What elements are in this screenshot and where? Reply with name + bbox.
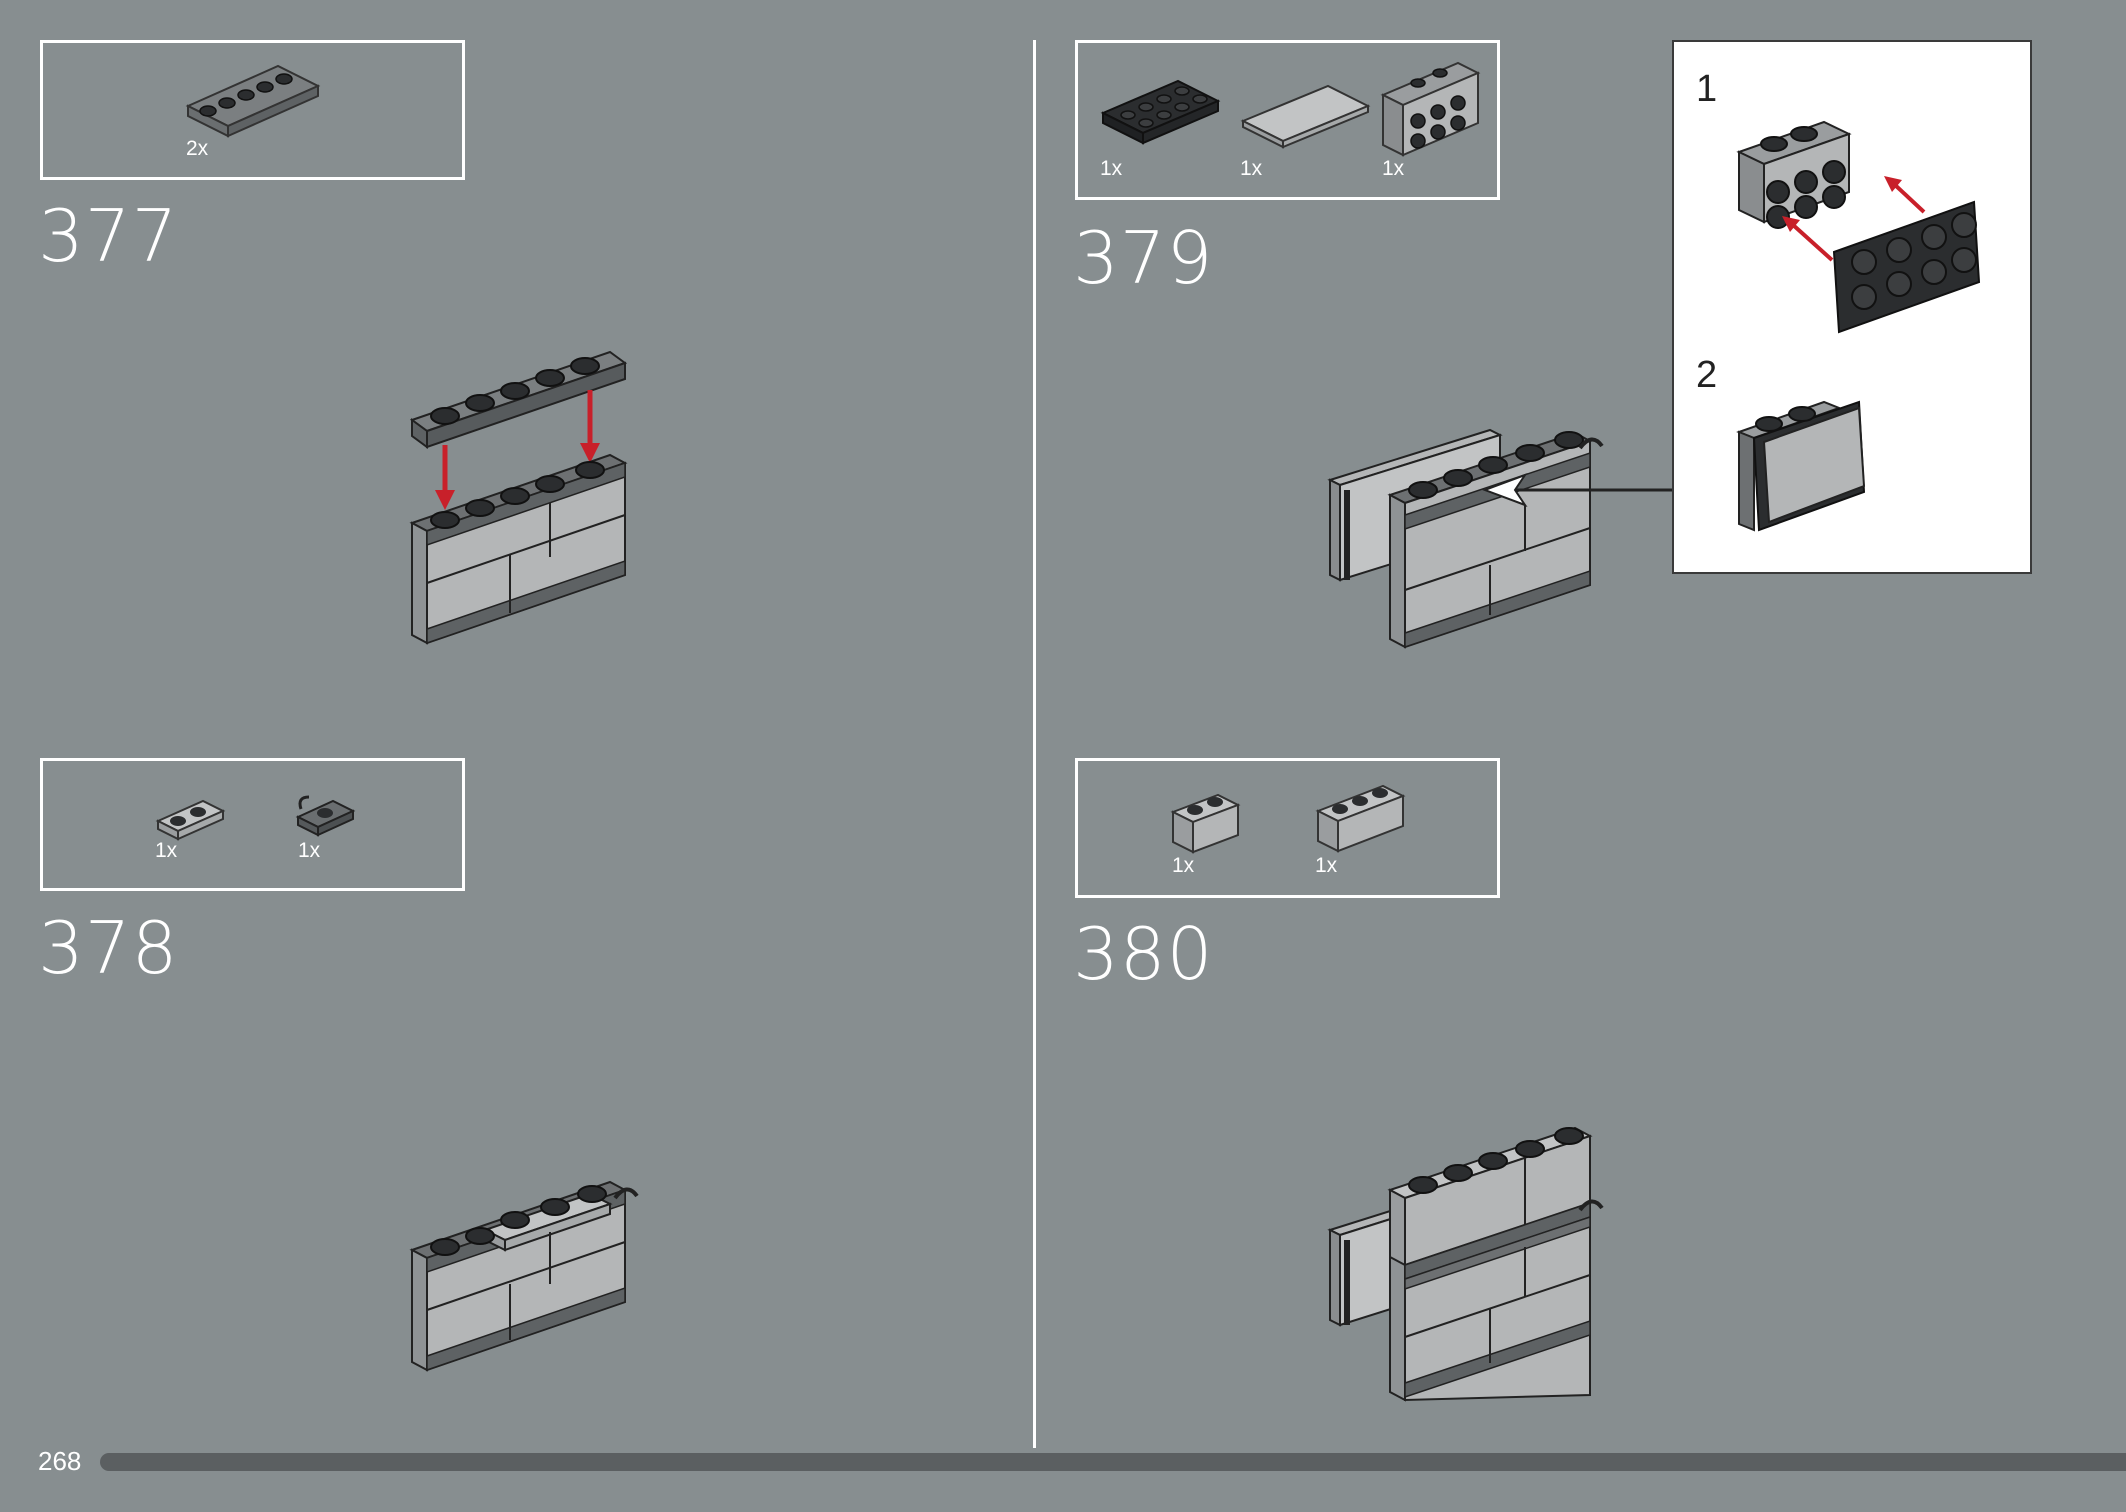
assembly-377 <box>409 350 628 645</box>
substep-2-illustration <box>1736 400 1866 532</box>
part-plate-2x4-black-icon <box>1100 79 1221 145</box>
part-plate-1x5-icon <box>185 64 321 138</box>
assembly-379 <box>1327 428 1672 649</box>
assembly-378 <box>409 1180 639 1372</box>
page-number: 268 <box>38 1446 82 1476</box>
substep-callout-379: 1 2 <box>1672 40 2032 574</box>
part-qty-379-1: 1x <box>1100 157 1123 180</box>
part-bracket-icon <box>1380 61 1481 157</box>
assembly-380 <box>1327 1126 1604 1402</box>
parts-list-378: 1x 1x <box>40 758 465 891</box>
substep-number-2: 2 <box>1696 354 1718 396</box>
page-divider <box>1033 40 1036 1448</box>
part-qty-380-2: 1x <box>1315 854 1338 877</box>
part-qty-377-1: 2x <box>186 137 209 160</box>
part-qty-378-1: 1x <box>155 839 178 862</box>
part-plate-1x2-icon <box>155 799 226 841</box>
part-qty-379-2: 1x <box>1240 157 1263 180</box>
part-qty-379-3: 1x <box>1382 157 1405 180</box>
step-number-378: 378 <box>38 906 179 990</box>
part-brick-1x3-icon <box>1315 784 1406 853</box>
parts-list-377: 2x <box>40 40 465 180</box>
arrow-down-icon <box>435 390 600 510</box>
step-number-377: 377 <box>38 194 179 278</box>
progress-bar <box>100 1453 2126 1471</box>
parts-list-380: 1x 1x <box>1075 758 1500 898</box>
parts-list-379: 1x 1x 1x <box>1075 40 1500 200</box>
step-number-380: 380 <box>1073 912 1214 996</box>
part-qty-378-2: 1x <box>298 839 321 862</box>
part-qty-380-1: 1x <box>1172 854 1195 877</box>
part-brick-1x2-icon <box>1170 793 1241 854</box>
substep-number-1: 1 <box>1696 68 1718 110</box>
part-clip-plate-icon <box>295 795 356 837</box>
step-number-379: 379 <box>1073 216 1214 300</box>
substep-1-illustration <box>1736 120 1981 334</box>
callout-arrow-icon <box>1482 472 1672 508</box>
part-tile-2x4-icon <box>1240 84 1371 149</box>
